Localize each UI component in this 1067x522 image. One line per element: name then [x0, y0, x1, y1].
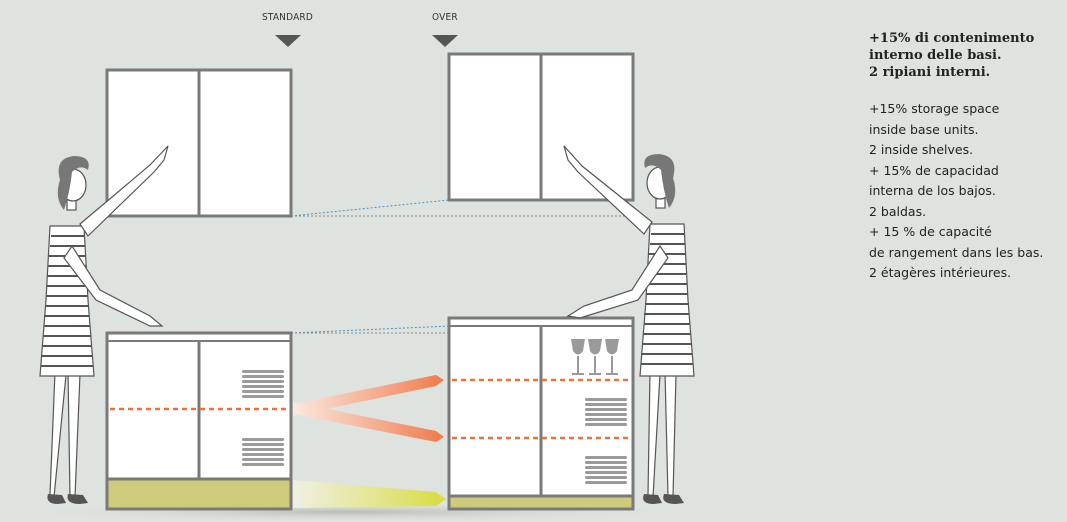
translation-line: 2 inside shelves.	[869, 142, 974, 157]
translation-line: de rangement dans les bas.	[869, 244, 1044, 260]
translation-line: 2 baldas.	[869, 203, 927, 219]
plate-stack-icon	[585, 398, 627, 484]
translation-line: + 15% de capacidad	[869, 162, 999, 178]
italian-line: +15% di contenimento	[869, 31, 1035, 46]
translation-line: inside base units.	[869, 121, 979, 137]
beam-plinth	[293, 480, 446, 508]
standard-label: STANDARD	[262, 12, 313, 23]
translations: +15% storage space inside base units. 2 …	[869, 99, 1064, 284]
beam-lower-shelf	[293, 402, 444, 442]
over-base-cabinet	[447, 316, 635, 511]
translation-line: interna de los bajos.	[869, 183, 996, 198]
standard-wall-cabinet	[105, 68, 293, 218]
italian-line: 2 ripiani interni.	[869, 65, 991, 80]
guide-line-upper-blue	[290, 199, 450, 217]
wine-glasses-icon	[571, 339, 619, 375]
description-panel: +15% di contenimento interno delle basi.…	[869, 30, 1064, 284]
translation-line: 2 étagères intérieures.	[869, 265, 1012, 280]
beam-upper-shelf	[293, 375, 444, 416]
over-label: OVER	[432, 12, 458, 23]
over-pointer-icon	[432, 35, 458, 47]
woman-left-figure	[39, 145, 169, 504]
standard-base-cabinet	[105, 331, 293, 511]
italian-description: +15% di contenimento interno delle basi.…	[869, 30, 1064, 81]
standard-pointer-icon	[275, 35, 301, 47]
translation-line: + 15 % de capacité	[869, 224, 992, 239]
italian-line: interno delle basi.	[869, 48, 1002, 63]
translation-line: +15% storage space	[869, 101, 1000, 116]
over-wall-cabinet	[447, 52, 635, 202]
woman-right-figure	[563, 145, 695, 504]
